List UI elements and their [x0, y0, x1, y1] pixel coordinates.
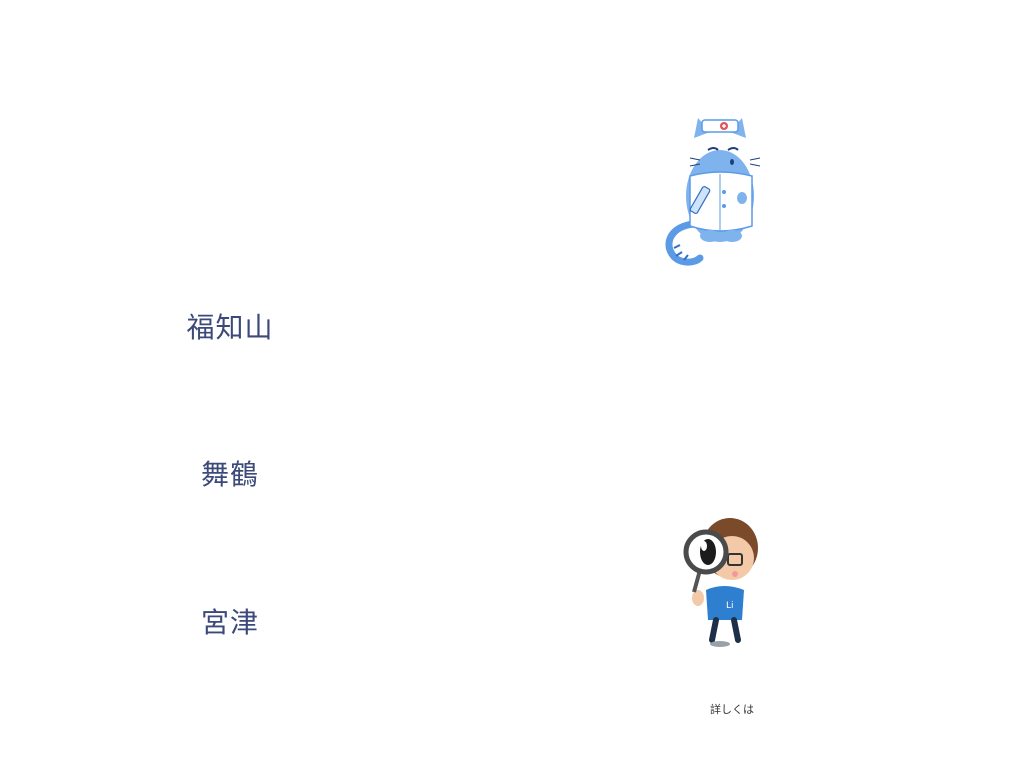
- cat-nurse-icon: [665, 118, 761, 266]
- details-link[interactable]: 詳しくは: [710, 703, 754, 716]
- svg-text:Li: Li: [726, 601, 734, 611]
- city-link-maizuru[interactable]: 舞鶴: [200, 458, 259, 491]
- detective-magnifier-icon: Li: [683, 518, 758, 647]
- city-link-fukuchiyama[interactable]: 福知山: [186, 311, 274, 344]
- city-link-miyazu[interactable]: 宮津: [200, 606, 259, 639]
